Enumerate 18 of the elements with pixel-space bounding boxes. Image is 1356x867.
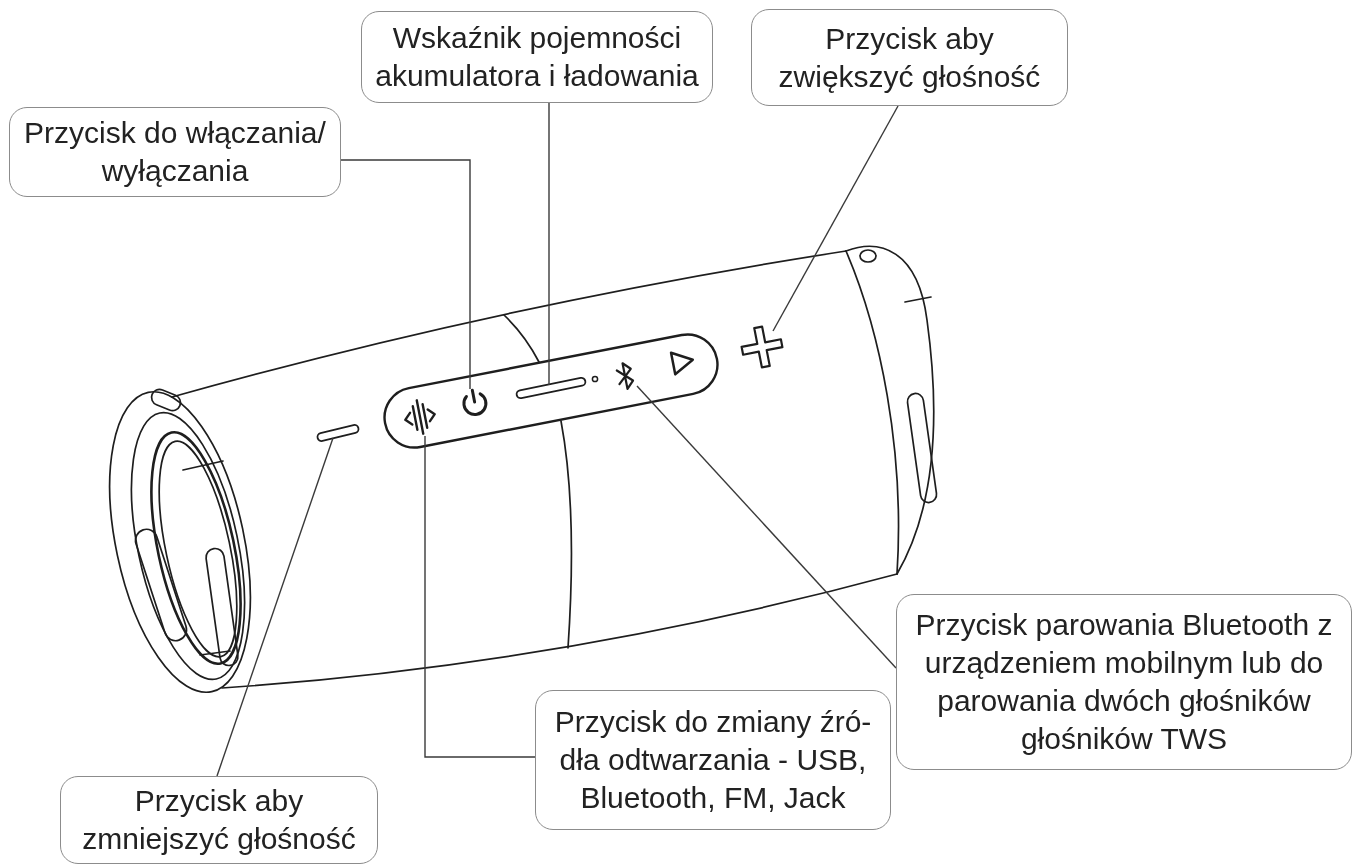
leader-line (772, 105, 899, 332)
callout-box: Przycisk do zmiany źró- dła odtwarzania - USB, Bluetooth, FM, Jack (535, 690, 891, 830)
callout-box: Przycisk aby zmniejszyć głośność (60, 776, 378, 864)
callout-box: Wskaźnik pojemności akumulatora i ładowania (361, 11, 713, 103)
leader-line (548, 102, 550, 386)
minus-icon (315, 423, 361, 443)
leader-line (424, 435, 536, 758)
leader-line (216, 437, 334, 777)
power-icon (462, 388, 488, 416)
plus-icon (740, 325, 784, 369)
callout-box: Przycisk do włączania/ wyłączania (9, 107, 341, 197)
bluetooth-icon (615, 362, 635, 390)
indicator-bar-icon (515, 376, 587, 400)
leader-line (340, 159, 471, 390)
leader-line (636, 385, 897, 669)
sound-wave-icon (404, 399, 436, 435)
callout-box: Przycisk aby zwiększyć głośność (751, 9, 1068, 106)
callout-box: Przycisk parowania Bluetooth z urządzeniem mobilnym lub do parowania dwóch głośników głośników TWS (896, 594, 1352, 770)
